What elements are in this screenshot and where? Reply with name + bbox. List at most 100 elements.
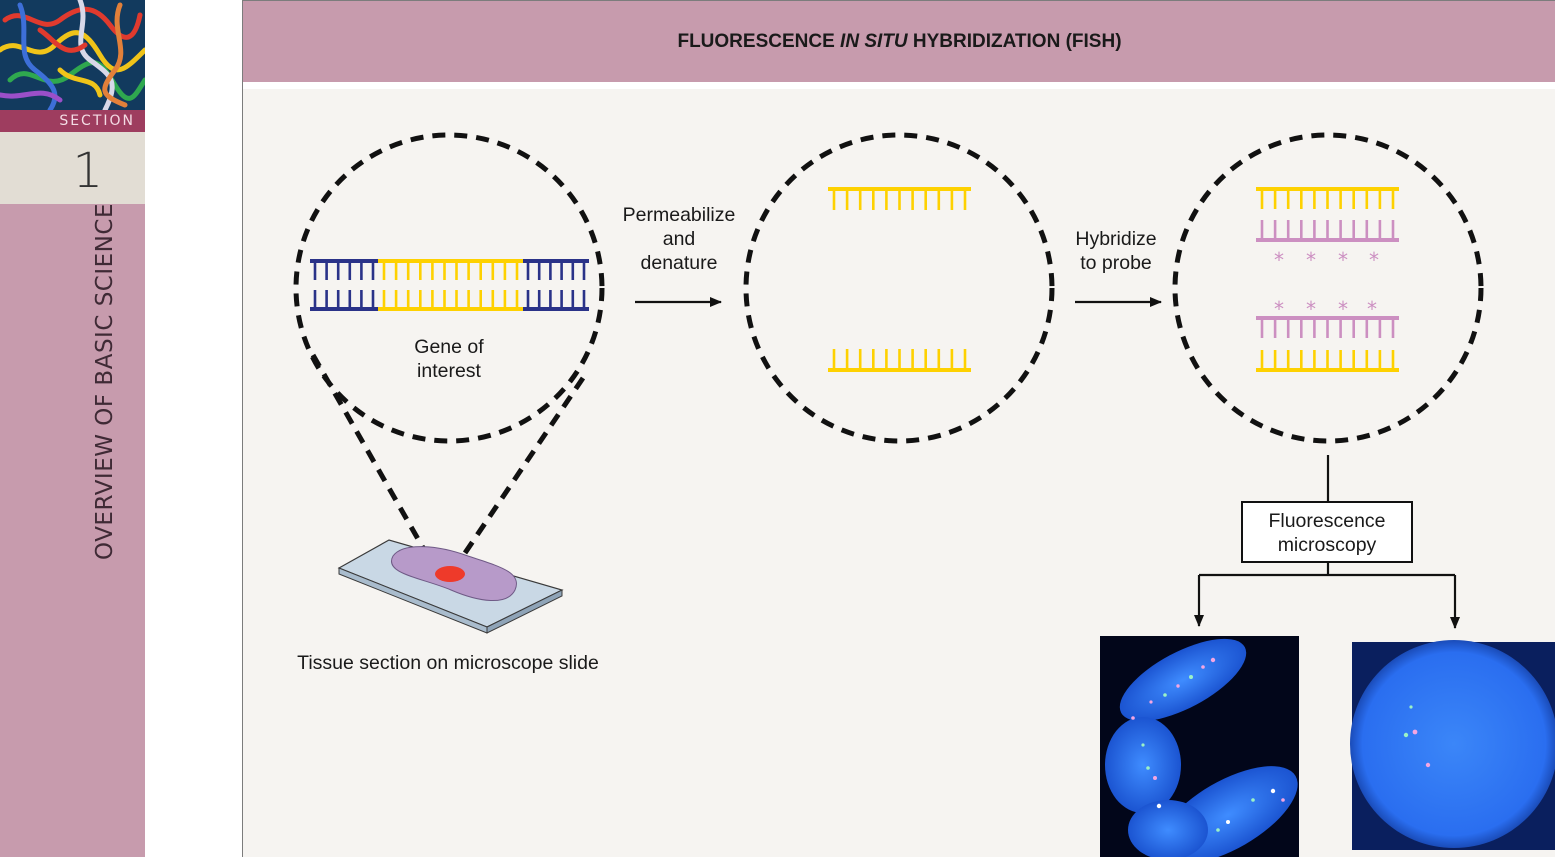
microscopy-line1: Fluorescence: [1268, 510, 1386, 532]
base-pair-rung: [537, 263, 541, 280]
base-pair-rung: [1313, 220, 1316, 238]
base-pair-rung: [1273, 350, 1277, 368]
base-pair-rung: [872, 191, 875, 210]
base-pair-rung: [1260, 191, 1264, 209]
microscope-slide: [337, 539, 564, 634]
base-pair-rung: [443, 290, 446, 307]
microscopy-label: Fluorescence microscopy: [1242, 509, 1412, 557]
svg-text:*: *: [1306, 297, 1316, 321]
base-pair-rung: [872, 349, 875, 368]
base-pair-rung: [885, 349, 888, 368]
base-pair-rung: [898, 191, 901, 210]
base-pair-rung: [313, 263, 317, 280]
base-pair-rung: [1300, 320, 1303, 338]
base-pair-rung: [1313, 191, 1316, 209]
base-pair-rung: [549, 263, 552, 280]
base-pair-rung: [1378, 350, 1382, 368]
base-pair-rung: [1273, 220, 1277, 238]
base-pair-rung: [832, 349, 836, 368]
base-pair-rung: [845, 349, 849, 368]
micrograph-left: [1100, 636, 1299, 857]
base-pair-rung: [1391, 350, 1395, 368]
base-pair-rung: [582, 290, 586, 307]
base-pair-rung: [582, 263, 586, 280]
section-title: OVERVIEW OF BASIC SCIENCE: [92, 203, 118, 560]
svg-text:*: *: [1369, 248, 1379, 272]
base-pair-rung: [1300, 220, 1303, 238]
fish-diagram: * * * * * * * *: [293, 132, 1555, 857]
base-pair-rung: [1365, 320, 1369, 338]
base-pair-rung: [467, 263, 470, 280]
base-pair-rung: [1339, 220, 1342, 238]
base-pair-rung: [491, 290, 495, 307]
base-pair-rung: [515, 263, 519, 280]
base-pair-rung: [845, 191, 849, 210]
base-pair-rung: [325, 290, 328, 307]
gene-of-interest-label: Gene of interest: [389, 335, 509, 383]
base-pair-rung: [858, 349, 862, 368]
double-stranded-dna: [310, 259, 589, 311]
base-pair-rung: [1391, 220, 1395, 238]
base-pair-rung: [491, 263, 495, 280]
base-pair-rung: [1378, 320, 1382, 338]
base-pair-rung: [406, 263, 410, 280]
base-pair-rung: [537, 290, 541, 307]
base-pair-rung: [549, 290, 552, 307]
micrograph-right: [1350, 640, 1555, 850]
base-pair-rung: [394, 263, 398, 280]
base-pair-rung: [526, 263, 530, 280]
base-pair-rung: [950, 191, 954, 210]
base-pair-rung: [924, 191, 927, 210]
base-pair-rung: [348, 263, 352, 280]
base-pair-rung: [336, 290, 340, 307]
magnifier-line-right: [462, 376, 586, 555]
base-pair-rung: [832, 191, 836, 210]
base-pair-rung: [1286, 350, 1290, 368]
sidebar: SECTION 1 OVERVIEW OF BASIC SCIENCE: [0, 0, 145, 857]
base-pair-rung: [360, 290, 363, 307]
base-pair-rung: [1260, 220, 1264, 238]
hybridize-label: Hybridize to probe: [1056, 227, 1176, 275]
svg-text:*: *: [1306, 248, 1316, 272]
base-pair-rung: [1260, 320, 1264, 338]
base-pair-rung: [419, 290, 422, 307]
base-pair-rung: [325, 263, 328, 280]
svg-text:*: *: [1274, 248, 1284, 272]
base-pair-rung: [455, 290, 458, 307]
probe-label-stars-top: * * * *: [1274, 248, 1379, 272]
denatured-strand-top: [828, 187, 971, 210]
base-pair-rung: [360, 263, 363, 280]
base-pair-rung: [1286, 320, 1290, 338]
base-pair-rung: [1391, 191, 1395, 209]
hybridize-line1: Hybridize: [1075, 228, 1157, 250]
base-pair-rung: [1326, 320, 1329, 338]
base-pair-rung: [394, 290, 398, 307]
base-pair-rung: [1286, 191, 1290, 209]
base-pair-rung: [963, 349, 967, 368]
svg-text:*: *: [1338, 248, 1348, 272]
base-pair-rung: [937, 191, 941, 210]
microscopy-line2: microscopy: [1277, 534, 1377, 556]
base-pair-rung: [503, 290, 507, 307]
section-number: 1: [0, 132, 145, 204]
slide-label: Tissue section on microscope slide: [297, 652, 599, 674]
base-pair-rung: [382, 290, 386, 307]
base-pair-rung: [858, 191, 862, 210]
base-pair-rung: [1300, 191, 1303, 209]
base-pair-rung: [336, 263, 340, 280]
permeabilize-line1: Permeabilize: [622, 204, 736, 226]
base-pair-rung: [1260, 350, 1264, 368]
base-pair-rung: [885, 191, 888, 210]
base-pair-rung: [313, 290, 317, 307]
protein-ribbon-image: [0, 0, 145, 110]
figure-title-part1: FLUORESCENCE: [677, 30, 835, 52]
gene-label-line1: Gene of: [414, 336, 484, 358]
hybrid-pair-bottom: [1256, 316, 1399, 372]
base-pair-rung: [382, 263, 386, 280]
permeabilize-line3: denature: [640, 252, 718, 274]
base-pair-rung: [571, 290, 575, 307]
base-pair-rung: [1365, 191, 1369, 209]
base-pair-rung: [911, 191, 914, 210]
base-pair-rung: [1352, 350, 1355, 368]
base-pair-rung: [1378, 220, 1382, 238]
